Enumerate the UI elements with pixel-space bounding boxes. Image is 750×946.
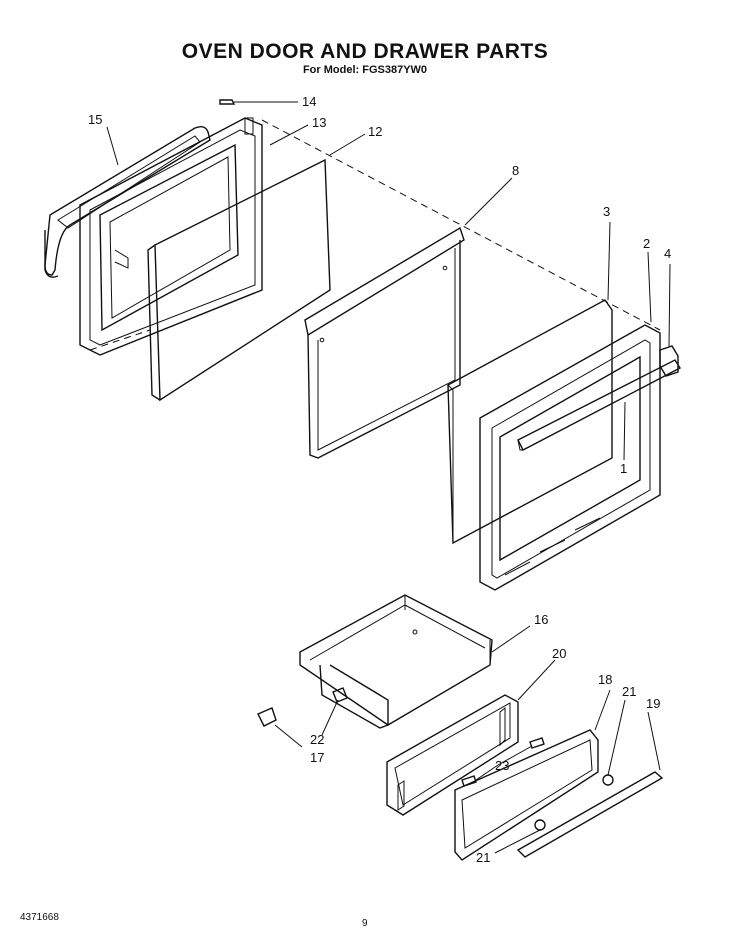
- callout-22: 22: [310, 732, 324, 747]
- callout-2: 2: [643, 236, 650, 251]
- callout-16: 16: [534, 612, 548, 627]
- drawer-front-frame-part: [386, 694, 519, 816]
- callout-23: 23: [495, 758, 509, 773]
- callout-21-lower: 21: [476, 850, 490, 865]
- page-title: OVEN DOOR AND DRAWER PARTS: [181, 40, 549, 63]
- drawer-bumper-part: [332, 687, 348, 703]
- door-handle-part: [517, 359, 681, 451]
- callout-15: 15: [88, 112, 102, 127]
- callout-17: 17: [310, 750, 324, 765]
- document-number: 4371668: [20, 912, 59, 923]
- callout-18: 18: [598, 672, 612, 687]
- callout-4: 4: [664, 246, 671, 261]
- callout-1: 1: [620, 461, 627, 476]
- callout-19: 19: [646, 696, 660, 711]
- inner-door-liner-part: [79, 117, 263, 356]
- leader-lines: [106, 101, 671, 854]
- callout-12: 12: [368, 124, 382, 139]
- door-frame-channel-part: [304, 226, 465, 459]
- drawer-front-panel-part: [454, 729, 599, 861]
- callout-20: 20: [552, 646, 566, 661]
- screw-part: [219, 99, 236, 105]
- page-number: 9: [362, 918, 368, 929]
- outer-door-panel-part: [479, 324, 661, 591]
- model-subtitle: For Model: FGS387YW0: [302, 64, 428, 76]
- callout-21-upper: 21: [622, 684, 636, 699]
- handle-end-cap-part: [659, 345, 679, 377]
- drawer-box-part: [299, 594, 493, 729]
- drawer-glide-part: [257, 707, 277, 727]
- door-glass-part: [447, 299, 613, 545]
- callout-13: 13: [312, 115, 326, 130]
- callout-14: 14: [302, 94, 316, 109]
- drawer-handle-trim-part: [516, 771, 664, 858]
- callout-3: 3: [603, 204, 610, 219]
- callout-8: 8: [512, 163, 519, 178]
- door-insulation-part: [147, 158, 331, 402]
